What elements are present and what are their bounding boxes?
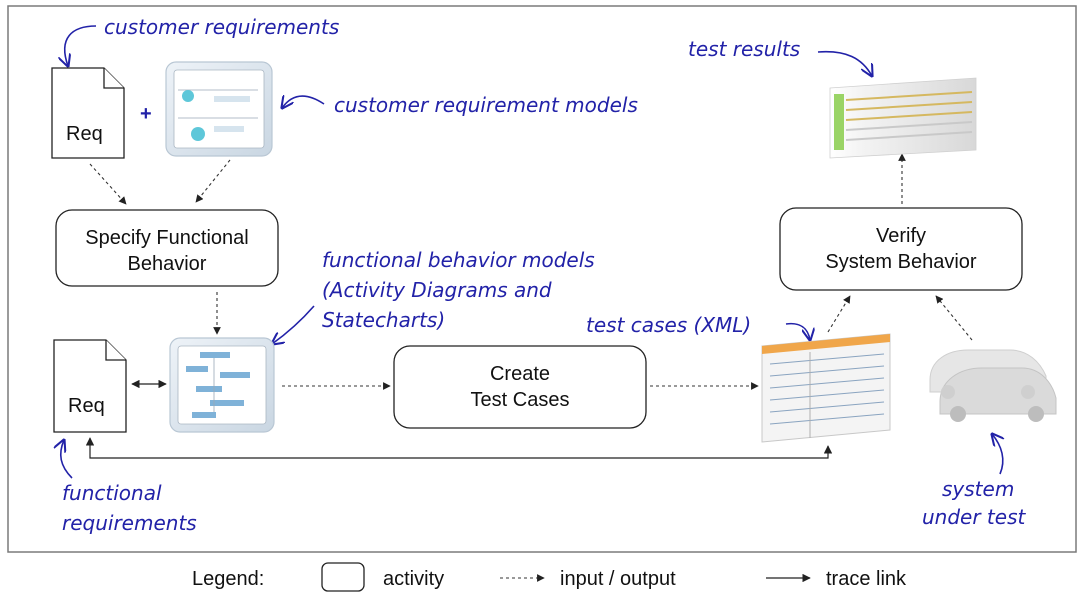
req-top-label: Req (66, 123, 103, 145)
create-line-2: Test Cases (471, 389, 570, 411)
functional-behavior-model-icon (169, 337, 275, 433)
arrow-test-results (817, 50, 872, 76)
label-functional-behavior-models-2: (Activity Diagrams and (322, 278, 552, 302)
label-system-under-test-2: under test (922, 505, 1026, 529)
customer-requirement-model-icon (165, 61, 273, 157)
activity-create-test-cases: Create Test Cases (393, 345, 647, 429)
test-cases-xml-icon (761, 333, 891, 443)
legend-title: Legend: (192, 568, 264, 590)
arrow-functional-requirements (61, 440, 73, 479)
legend: Legend: activity input / output trace li… (192, 562, 907, 592)
specify-line-1: Specify Functional (85, 227, 248, 249)
flow-testcases-to-verify (827, 295, 851, 333)
flow-req-to-specify (89, 163, 127, 205)
plus-sign: + (140, 103, 152, 125)
label-test-cases: test cases (XML) (586, 313, 751, 337)
activity-specify-functional-behavior: Specify Functional Behavior (55, 209, 279, 287)
create-line-1: Create (490, 363, 550, 385)
req-document-top: Req (51, 67, 125, 159)
req-bottom-label: Req (68, 395, 105, 417)
verify-line-2: System Behavior (825, 251, 977, 273)
arrow-customer-requirements (65, 25, 97, 66)
system-under-test-icon (929, 349, 1057, 422)
legend-activity-label: activity (383, 568, 444, 590)
legend-input-output-label: input / output (560, 568, 676, 590)
arrow-functional-behavior-models (272, 305, 315, 344)
label-functional-behavior-models-1: functional behavior models (322, 248, 595, 272)
verify-line-1: Verify (876, 225, 926, 247)
arrow-customer-requirement-models (282, 96, 325, 108)
test-results-icon (829, 77, 977, 159)
trace-req-to-testcases (85, 437, 833, 459)
label-functional-requirements-1: functional (62, 481, 162, 505)
activity-verify-system-behavior: Verify System Behavior (779, 207, 1023, 291)
label-functional-requirements-2: requirements (62, 511, 197, 535)
legend-trace-link-label: trace link (826, 568, 907, 590)
label-customer-requirement-models: customer requirement models (334, 93, 638, 117)
label-customer-requirements: customer requirements (104, 15, 339, 39)
label-functional-behavior-models-3: Statecharts) (322, 308, 445, 332)
specify-line-2: Behavior (128, 253, 207, 275)
label-test-results: test results (688, 37, 800, 61)
label-system-under-test-1: system (942, 477, 1014, 501)
arrow-test-cases (785, 322, 810, 340)
req-document-bottom: Req (53, 339, 127, 433)
legend-activity-swatch (321, 562, 365, 592)
arrow-system-under-test (992, 434, 1003, 475)
